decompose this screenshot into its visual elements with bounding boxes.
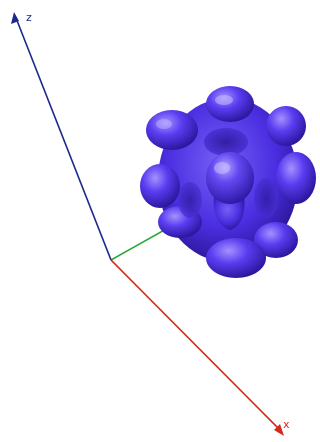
z-axis-arrowhead	[11, 12, 19, 24]
y-axis-line	[110, 227, 169, 261]
z-axis-label: z	[26, 11, 32, 24]
surface-lobe-bottom	[206, 238, 266, 278]
z-axis-line	[15, 17, 112, 261]
isosurface[interactable]	[140, 86, 316, 278]
surface-cavity-upper	[204, 128, 248, 156]
x-axis-arrowhead	[274, 424, 284, 436]
surface-cavity-left	[178, 182, 202, 218]
surface-lobe-top	[206, 86, 254, 122]
axis-group: z x	[11, 11, 290, 436]
surface-lobe-upper-right	[266, 106, 306, 146]
x-axis-label: x	[283, 418, 290, 431]
surface-highlight-top	[215, 95, 233, 105]
surface-lobe-lower-right	[254, 222, 298, 258]
x-axis-line	[110, 259, 281, 431]
surface-lobe-upper-left	[146, 110, 198, 150]
surface-lobe-right	[276, 152, 316, 204]
surface-highlight-front	[214, 162, 230, 174]
surface-highlight-left	[156, 119, 172, 129]
surface-lobe-front	[206, 152, 254, 204]
surface-lobe-left	[140, 164, 180, 208]
surface-front-neck	[213, 196, 245, 230]
surface-cavity-right	[254, 178, 278, 218]
